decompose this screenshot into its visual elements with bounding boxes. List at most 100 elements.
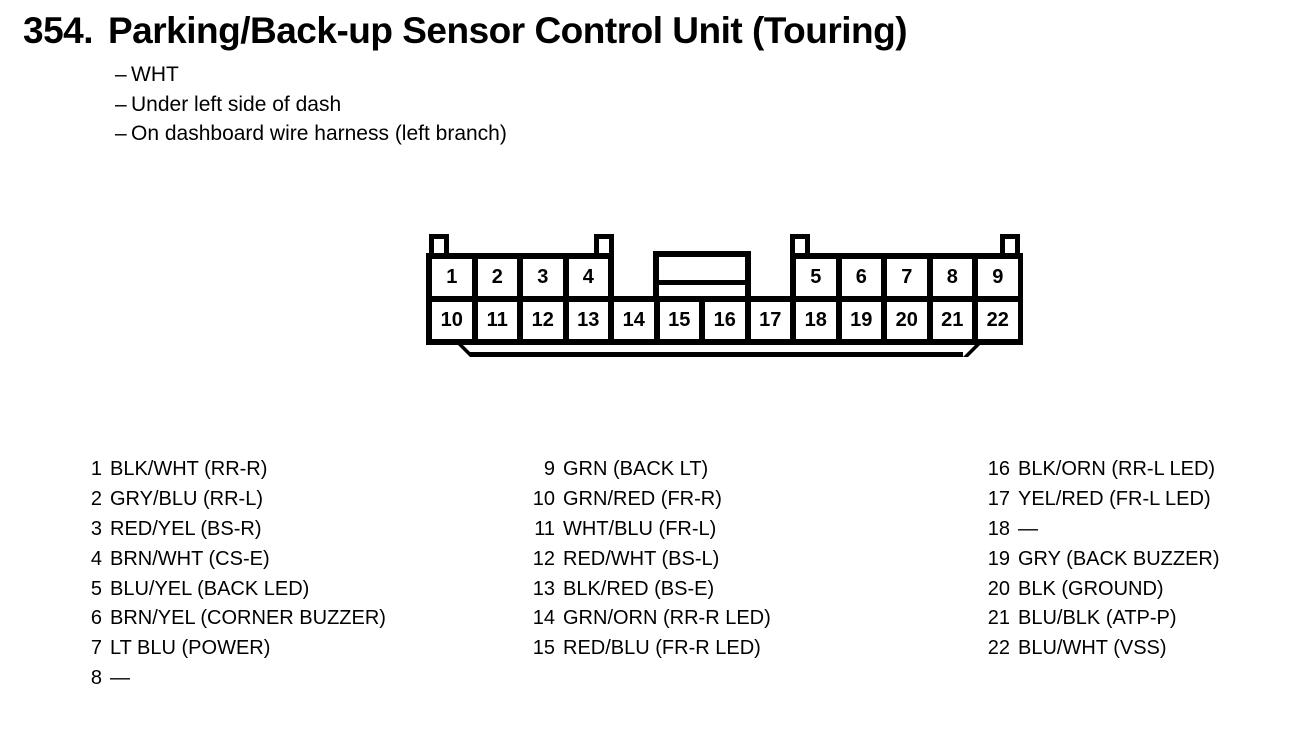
pin-description: BLK (GROUND) [1018, 577, 1164, 600]
connector-pin-cell: 2 [477, 259, 517, 296]
pin-description: RED/BLU (FR-R LED) [563, 637, 761, 660]
pin-description: GRN (BACK LT) [563, 458, 709, 480]
connector-lip-right [963, 345, 980, 357]
section-heading: 354. Parking/Back-up Sensor Control Unit… [23, 10, 908, 53]
pin-row: 19 GRY (BACK BUZZER) [986, 545, 1220, 575]
connector-pin-cell: 7 [887, 259, 927, 296]
note-row: – On dashboard wire harness (left branch… [115, 119, 507, 149]
pin-row: 11 WHT/BLU (FR-L) [531, 515, 771, 545]
pin-number: 6 [90, 607, 102, 630]
note-text: WHT [131, 63, 179, 86]
connector-pin-cell: 12 [523, 302, 563, 339]
pin-number: 11 [534, 517, 555, 540]
pin-number: 17 [987, 487, 1010, 510]
connector-pin-cell: 20 [887, 302, 927, 339]
connector-pin-cell: 9 [978, 259, 1018, 296]
pin-row: 18 — [986, 515, 1220, 545]
connector-diagram: 1 2 3 4 5 6 7 8 9 10 11 12 13 14 15 16 1… [426, 234, 1023, 374]
connector-pin-cell: 19 [841, 302, 881, 339]
connector-tab [1000, 234, 1020, 258]
pin-row: 9 GRN (BACK LT) [531, 455, 771, 485]
pin-description: BLU/YEL (BACK LED) [110, 577, 310, 600]
pin-row: 8 — [78, 664, 386, 694]
pin-row: 6 BRN/YEL (CORNER BUZZER) [78, 604, 386, 634]
pin-description: GRN/ORN (RR-R LED) [563, 607, 771, 630]
pin-description: RED/YEL (BS-R) [110, 517, 262, 540]
pin-row: 1 BLK/WHT (RR-R) [78, 455, 386, 485]
pin-row: 21 BLU/BLK (ATP-P) [986, 604, 1220, 634]
connector-pin-cell: 5 [796, 259, 836, 296]
pin-description: GRY/BLU (RR-L) [110, 487, 263, 510]
connector-pin-cell: 14 [614, 302, 654, 339]
pin-description: YEL/RED (FR-L LED) [1018, 487, 1211, 510]
pin-number: 19 [987, 547, 1010, 570]
note-dash: – [115, 122, 127, 145]
connector-pin-cell: 16 [705, 302, 745, 339]
pin-number: 1 [90, 458, 102, 480]
pin-description: BRN/WHT (CS-E) [110, 547, 270, 570]
connector-bottom-row: 10 11 12 13 14 15 16 17 18 19 20 21 22 [426, 302, 1023, 339]
pin-number: 3 [90, 517, 102, 540]
pin-number: 21 [987, 607, 1010, 630]
pin-number: 18 [987, 517, 1010, 540]
connector-top-right-row: 5 6 7 8 9 [790, 259, 1023, 296]
connector-pin-cell: 3 [523, 259, 563, 296]
pin-row: 17 YEL/RED (FR-L LED) [986, 485, 1220, 515]
connector-pin-cell: 21 [932, 302, 972, 339]
pin-row: 5 BLU/YEL (BACK LED) [78, 575, 386, 605]
pin-list-column-3: 16 BLK/ORN (RR-L LED) 17 YEL/RED (FR-L L… [986, 455, 1220, 664]
pin-number: 9 [543, 458, 555, 480]
section-number: 354. [23, 10, 94, 51]
pin-list-column-1: 1 BLK/WHT (RR-R) 2 GRY/BLU (RR-L) 3 RED/… [78, 455, 386, 694]
pin-description: BLU/BLK (ATP-P) [1018, 607, 1177, 630]
connector-pin-cell: 18 [796, 302, 836, 339]
connector-tab [594, 234, 614, 258]
pin-number: 22 [987, 637, 1010, 660]
pin-row: 20 BLK (GROUND) [986, 575, 1220, 605]
pin-description: BRN/YEL (CORNER BUZZER) [110, 607, 386, 630]
pin-row: 13 BLK/RED (BS-E) [531, 575, 771, 605]
pin-description: GRN/RED (FR-R) [563, 487, 722, 510]
pin-description: — [110, 667, 130, 690]
pin-row: 12 RED/WHT (BS-L) [531, 545, 771, 575]
pin-list-column-2: 9 GRN (BACK LT) 10 GRN/RED (FR-R) 11 WHT… [531, 455, 771, 664]
connector-lip-left [458, 345, 475, 357]
pin-description: RED/WHT (BS-L) [563, 547, 720, 570]
connector-pin-cell: 13 [568, 302, 608, 339]
note-dash: – [115, 63, 127, 86]
pin-number: 2 [90, 487, 102, 510]
pin-description: LT BLU (POWER) [110, 637, 271, 660]
pin-description: — [1018, 517, 1038, 540]
pin-number: 4 [90, 547, 102, 570]
pin-row: 4 BRN/WHT (CS-E) [78, 545, 386, 575]
connector-latch-line [659, 280, 745, 285]
pin-number: 5 [90, 577, 102, 600]
note-row: – WHT [115, 60, 507, 90]
connector-pin-cell: 15 [659, 302, 699, 339]
pin-description: BLK/RED (BS-E) [563, 577, 715, 600]
connector-latch [653, 251, 751, 302]
location-notes: – WHT – Under left side of dash – On das… [115, 60, 507, 149]
connector-pin-cell: 22 [978, 302, 1018, 339]
pin-number: 16 [987, 458, 1010, 480]
connector-lip-bottom [470, 352, 963, 357]
connector-pin-cell: 6 [841, 259, 881, 296]
pin-number: 10 [532, 487, 555, 510]
connector-top-left-row: 1 2 3 4 [426, 259, 614, 296]
pin-number: 7 [90, 637, 102, 660]
pin-number: 13 [532, 577, 555, 600]
pin-row: 14 GRN/ORN (RR-R LED) [531, 604, 771, 634]
connector-pin-cell: 1 [432, 259, 472, 296]
connector-pin-cell: 17 [750, 302, 790, 339]
pin-row: 15 RED/BLU (FR-R LED) [531, 634, 771, 664]
pin-row: 10 GRN/RED (FR-R) [531, 485, 771, 515]
connector-pin-cell: 4 [568, 259, 608, 296]
pin-description: BLK/ORN (RR-L LED) [1018, 458, 1216, 480]
pin-description: BLK/WHT (RR-R) [110, 458, 268, 480]
pin-number: 12 [532, 547, 555, 570]
page-title: Parking/Back-up Sensor Control Unit (Tou… [108, 10, 908, 51]
connector-tab [429, 234, 449, 258]
pin-number: 8 [90, 667, 102, 690]
pin-row: 16 BLK/ORN (RR-L LED) [986, 455, 1220, 485]
